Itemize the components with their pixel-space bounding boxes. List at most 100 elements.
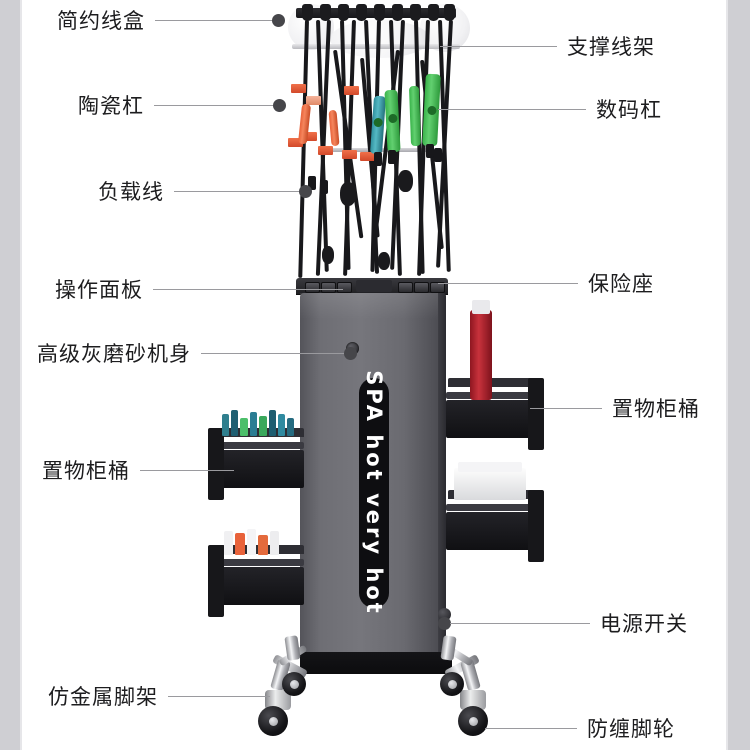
leader-line <box>153 288 343 290</box>
rack-hook <box>392 4 403 21</box>
tray-papers <box>458 462 522 472</box>
callout-dot <box>438 616 451 630</box>
rack-hook <box>374 4 385 21</box>
storage-bin-left-upper <box>208 410 306 506</box>
leader-line <box>201 352 345 354</box>
callout-power-switch: 电源开关 <box>438 608 688 638</box>
fuse-holder[interactable] <box>305 282 320 293</box>
rack-hook <box>320 4 331 21</box>
ceramic-rod-clip <box>291 84 306 93</box>
rack-hook <box>338 4 349 21</box>
page-gutter-left <box>0 0 20 750</box>
storage-bin-left-lower <box>208 529 306 623</box>
tray-box <box>446 400 542 438</box>
callout-label: 操作面板 <box>55 278 143 302</box>
anti-tangle-caster <box>282 672 306 696</box>
cord-junction <box>322 246 334 264</box>
rod-plug <box>388 150 396 164</box>
leader-line <box>155 19 273 21</box>
callout-fuse-holder: 保险座 <box>438 268 654 298</box>
fuse-holder[interactable] <box>430 282 445 293</box>
rack-hook <box>356 4 367 21</box>
rod-knob <box>373 117 383 128</box>
tray-arm <box>208 428 224 500</box>
callout-ceramic-rod: 陶瓷杠 <box>78 90 286 120</box>
tray-item <box>270 531 279 555</box>
callout-label: 支撑线架 <box>567 35 655 59</box>
tray-item <box>259 416 267 436</box>
ceramic-rod-clip <box>288 138 303 147</box>
leader-line <box>485 727 577 729</box>
ceramic-rod-clip <box>306 96 321 105</box>
page-gutter-seam-right <box>726 0 728 750</box>
rod-knob <box>426 105 437 116</box>
control-panel-display <box>356 280 392 292</box>
tray-item <box>278 414 285 436</box>
rod-plug <box>434 148 442 162</box>
tray-item <box>222 414 229 436</box>
fuse-holder[interactable] <box>398 282 413 293</box>
ceramic-rod <box>328 109 340 147</box>
callout-matte-grey-body: 高级灰磨砂机身 <box>37 338 357 368</box>
ceramic-rod-clip <box>342 150 357 159</box>
rack-hook <box>444 4 455 21</box>
callout-storage-bin-left: 置物柜桶 <box>42 455 234 485</box>
cord-junction <box>340 182 356 206</box>
spray-bottle-cap <box>472 300 490 314</box>
rod-plug <box>374 152 382 166</box>
tray-rail <box>446 392 542 399</box>
fuse-holder[interactable] <box>414 282 429 293</box>
tray-rail <box>208 559 304 566</box>
callout-digital-rod: 数码杠 <box>438 94 662 124</box>
tray-lip <box>212 428 304 437</box>
ceramic-rod-clip <box>318 146 333 155</box>
rod-plug <box>308 176 316 190</box>
caster-stem <box>284 635 301 661</box>
anti-tangle-caster <box>440 672 464 696</box>
storage-bin-right-lower <box>446 462 544 568</box>
storage-bin-right-upper <box>446 300 544 456</box>
tray-item <box>235 533 245 555</box>
tray-box <box>208 567 304 605</box>
tray-item <box>258 535 268 555</box>
tray-item <box>287 418 294 436</box>
rack-hook <box>302 4 313 21</box>
callout-support-rack: 支撑线架 <box>440 31 655 61</box>
callout-label: 仿金属脚架 <box>48 685 158 709</box>
spray-bottle <box>470 310 492 400</box>
callout-label: 简约线盒 <box>57 9 145 33</box>
ceramic-rod-clip <box>302 132 317 141</box>
ceramic-rod-clip <box>344 86 359 95</box>
leader-line <box>438 108 586 110</box>
load-wire <box>298 19 309 278</box>
tray-lip <box>448 378 540 387</box>
callout-label: 防缠脚轮 <box>587 717 675 741</box>
rod-plug <box>320 180 328 194</box>
fuse-holder[interactable] <box>321 282 336 293</box>
caster-fork <box>460 690 486 710</box>
cord-junction <box>398 170 413 192</box>
callout-dot <box>299 184 312 198</box>
leader-line <box>154 104 274 106</box>
cabinet-right-edge <box>438 293 446 668</box>
tray-rail <box>208 442 304 449</box>
rack-hook <box>428 4 439 21</box>
rod-knob <box>387 113 398 124</box>
ceramic-rod-clip <box>360 152 375 161</box>
callout-anti-tangle-caster: 防缠脚轮 <box>485 713 675 743</box>
page-gutter-right <box>728 0 750 750</box>
tray-rail <box>446 504 542 511</box>
leader-line <box>440 45 557 47</box>
base-strip <box>300 652 452 674</box>
fuse-holder[interactable] <box>337 282 352 293</box>
tray-item <box>240 418 248 436</box>
tray-box <box>446 512 542 550</box>
tray-papers <box>454 468 526 500</box>
tray-item <box>269 410 276 436</box>
leader-line <box>530 407 602 409</box>
callout-label: 电源开关 <box>600 612 688 636</box>
tray-item <box>231 410 238 436</box>
page-gutter-seam-left <box>20 0 22 750</box>
tray-item <box>250 412 257 436</box>
